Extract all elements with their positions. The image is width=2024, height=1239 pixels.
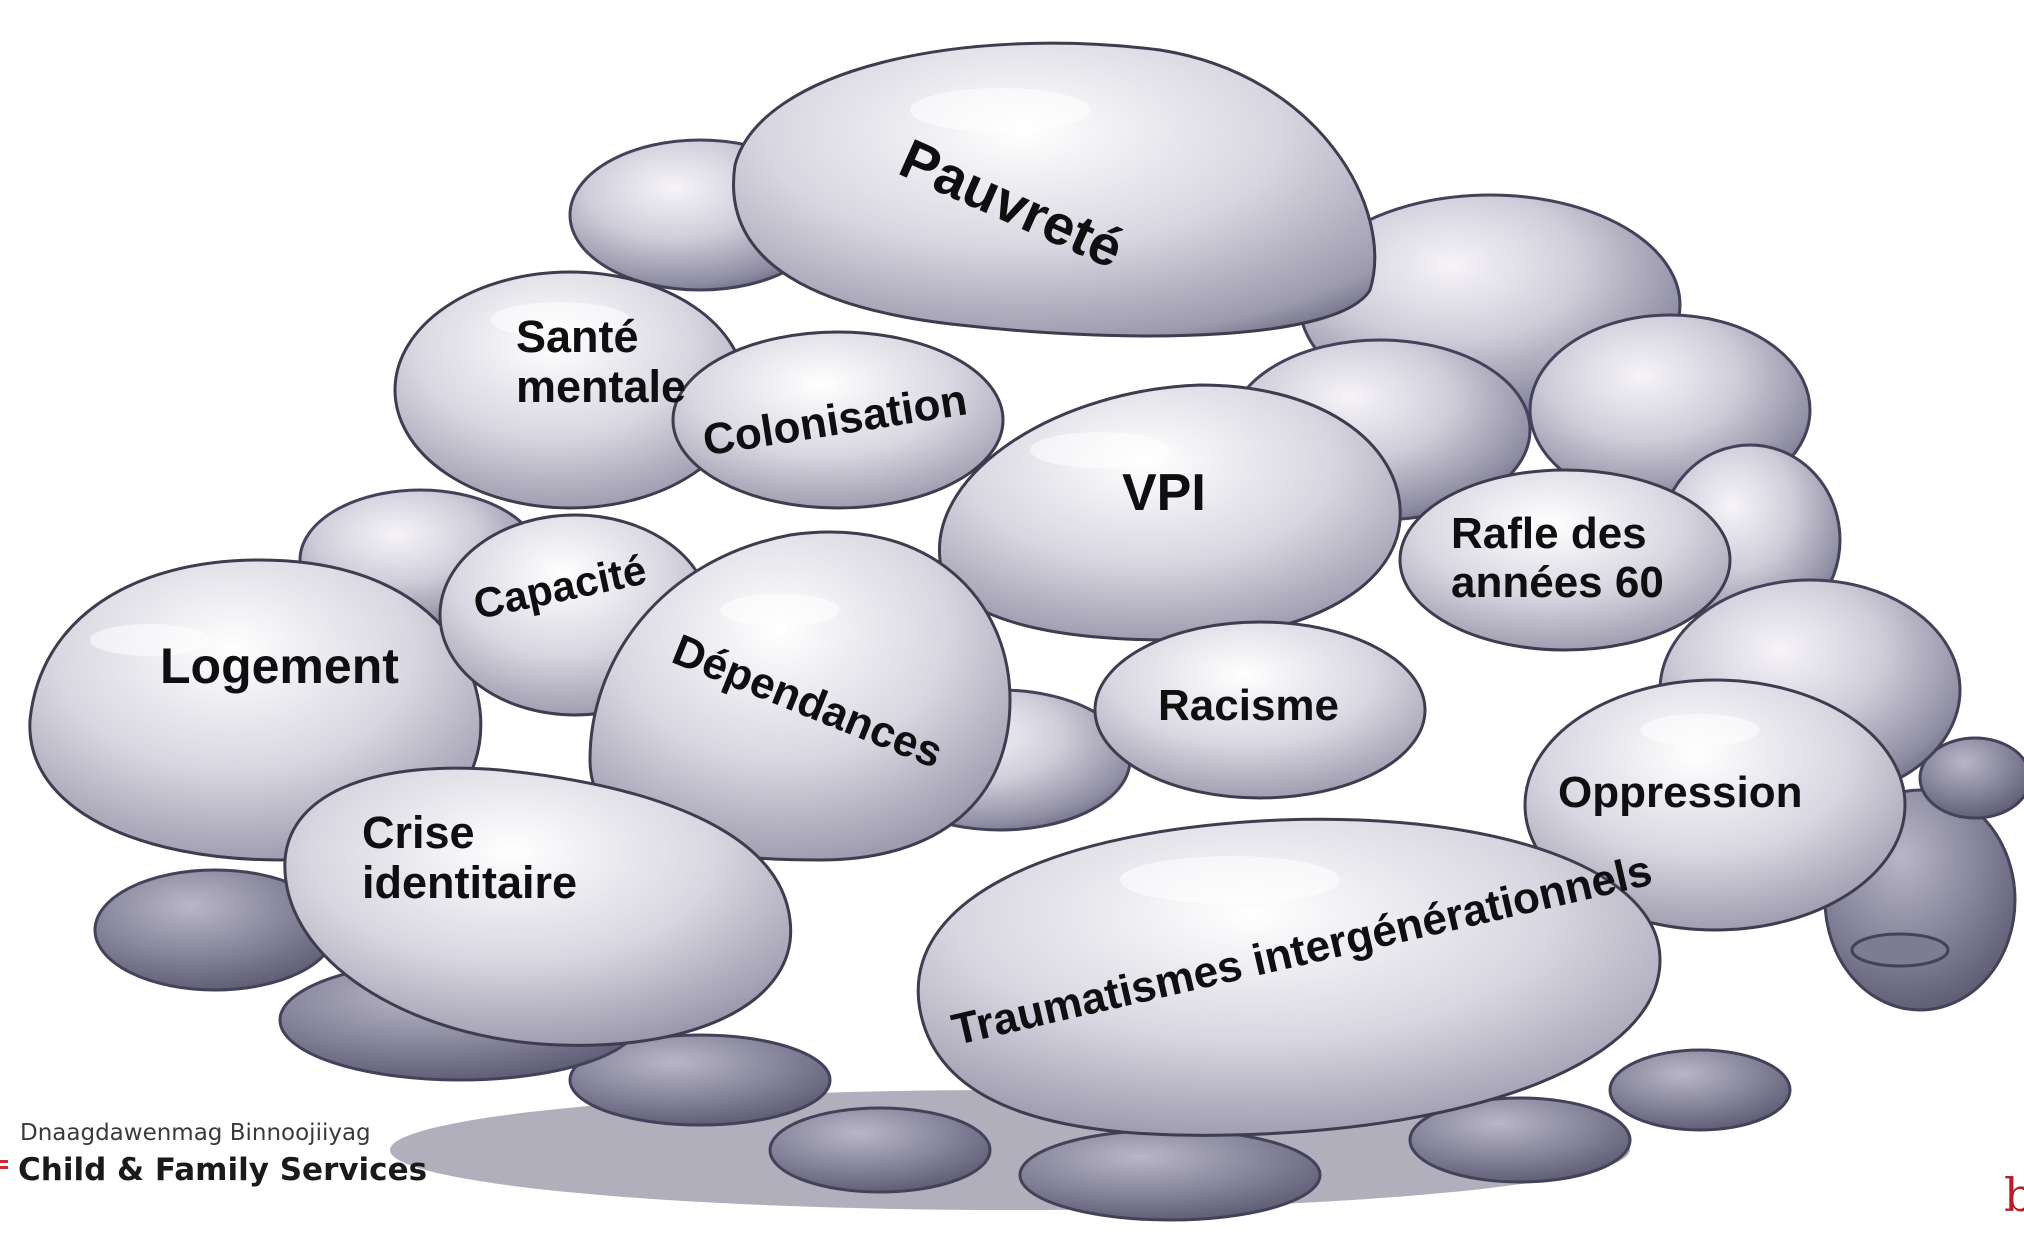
corner-letter: b bbox=[2004, 1168, 2024, 1222]
label-sante-line1: Santé bbox=[516, 312, 686, 362]
label-vpi: VPI bbox=[1122, 467, 1206, 519]
label-crise-identitaire: Crise identitaire bbox=[362, 808, 577, 909]
label-rafle: Rafle des années 60 bbox=[1451, 509, 1664, 608]
label-racisme: Racisme bbox=[1158, 684, 1339, 728]
label-crise-line1: Crise bbox=[362, 808, 577, 858]
label-crise-line2: identitaire bbox=[362, 858, 577, 908]
label-rafle-line1: Rafle des bbox=[1451, 509, 1664, 558]
label-rafle-line2: années 60 bbox=[1451, 558, 1664, 607]
label-sante-mentale: Santé mentale bbox=[516, 312, 686, 413]
logo-subtitle: Dnaagdawenmag Binnoojiiyag bbox=[20, 1120, 371, 1146]
label-oppression: Oppression bbox=[1558, 771, 1803, 815]
label-logement: Logement bbox=[160, 641, 399, 691]
organization-logo: Dnaagdawenmag Binnoojiiyag Child & Famil… bbox=[0, 1116, 420, 1196]
logo-title: Child & Family Services bbox=[18, 1152, 427, 1188]
label-sante-line2: mentale bbox=[516, 362, 686, 412]
logo-mark-icon bbox=[0, 1152, 8, 1182]
